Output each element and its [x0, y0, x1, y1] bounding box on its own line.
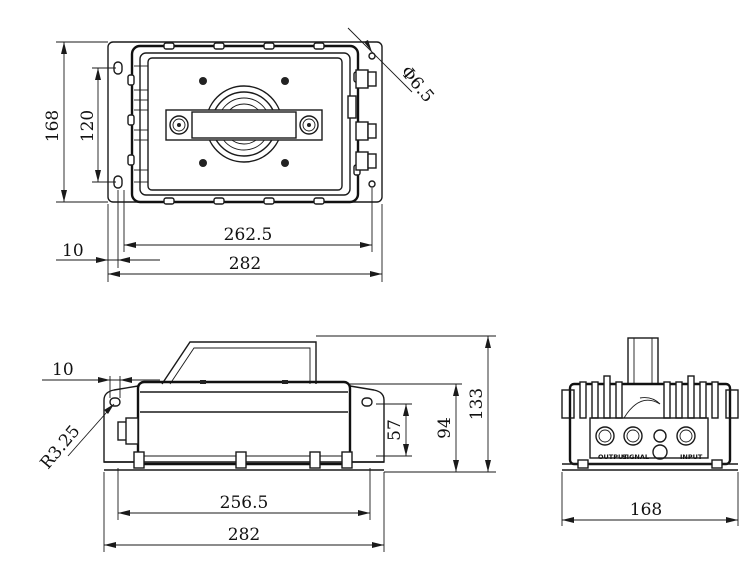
side-connector-panel — [589, 417, 709, 459]
front-bump — [200, 380, 206, 384]
top-hole-upper — [368, 52, 376, 60]
lid-screw — [281, 77, 289, 85]
label-output: OUTPUT — [598, 453, 628, 461]
svg-text:282: 282 — [228, 525, 260, 545]
handle-screw-left — [169, 115, 189, 135]
side-gland — [652, 444, 668, 460]
svg-text:57: 57 — [385, 419, 405, 441]
label-input: INPUT — [680, 453, 703, 461]
side-view: OUTPUT SIGNAL INPUT 168 — [561, 337, 739, 526]
side-foot — [577, 459, 589, 469]
top-hole-lower — [368, 180, 376, 188]
top-lid — [147, 57, 343, 191]
side-handle — [627, 337, 659, 385]
front-slot — [109, 397, 121, 407]
svg-text:94: 94 — [435, 417, 455, 439]
dim-168-side: 168 — [562, 500, 738, 523]
lid-screw — [199, 77, 207, 85]
top-fins-left — [134, 65, 148, 183]
dim-282-front: 282 — [104, 525, 384, 548]
top-connectors — [347, 69, 377, 171]
svg-text:282: 282 — [229, 254, 261, 274]
lid-screw — [281, 159, 289, 167]
svg-text:120: 120 — [78, 110, 98, 142]
front-slot — [361, 397, 373, 407]
vent-icon — [653, 429, 667, 443]
dim-256-5: 256.5 — [118, 493, 370, 516]
dim-10-top: 10 — [56, 241, 160, 263]
svg-text:R3.25: R3.25 — [37, 422, 85, 474]
dim-10-front: 10 — [42, 360, 160, 398]
label-signal: SIGNAL — [622, 453, 649, 461]
dim-262-5: 262.5 — [124, 225, 372, 248]
svg-text:262.5: 262.5 — [224, 225, 273, 245]
front-view: 10 R3.25 57 94 — [37, 335, 496, 552]
dim-282-top: 282 — [108, 254, 382, 277]
svg-text:10: 10 — [62, 241, 84, 261]
top-handle — [165, 109, 323, 141]
top-handle-grip — [191, 111, 297, 139]
dim-133: 133 — [316, 335, 496, 472]
handle-screw-right — [299, 115, 319, 135]
svg-text:10: 10 — [52, 360, 74, 380]
svg-text:133: 133 — [467, 388, 487, 420]
lid-screw — [199, 159, 207, 167]
front-handle — [161, 341, 317, 385]
svg-text:168: 168 — [630, 500, 662, 520]
input-connector-icon — [676, 426, 696, 446]
output-connector-icon — [595, 426, 615, 446]
side-boss-left — [561, 389, 575, 419]
svg-text:Φ6.5: Φ6.5 — [396, 62, 438, 106]
dim-168-top: 168 — [43, 41, 108, 203]
front-bump — [282, 380, 288, 384]
signal-connector-icon — [623, 426, 643, 446]
front-clip — [309, 451, 321, 469]
front-connector-nut — [125, 417, 139, 445]
dim-radius: R3.25 — [37, 403, 115, 474]
top-view: 168 120 Φ6.5 262.5 — [43, 27, 438, 282]
svg-text:256.5: 256.5 — [220, 493, 269, 513]
top-body-inner — [139, 52, 351, 196]
side-foot — [711, 459, 723, 469]
front-clip — [341, 451, 353, 469]
svg-text:168: 168 — [43, 110, 63, 142]
dim-120: 120 — [78, 67, 116, 183]
front-clip — [133, 451, 145, 469]
side-boss-right — [725, 389, 739, 419]
dim-hole-dia: Φ6.5 — [347, 27, 438, 107]
dim-57: 57 — [376, 403, 412, 457]
dim-94: 94 — [350, 383, 496, 473]
front-clip — [235, 451, 247, 469]
